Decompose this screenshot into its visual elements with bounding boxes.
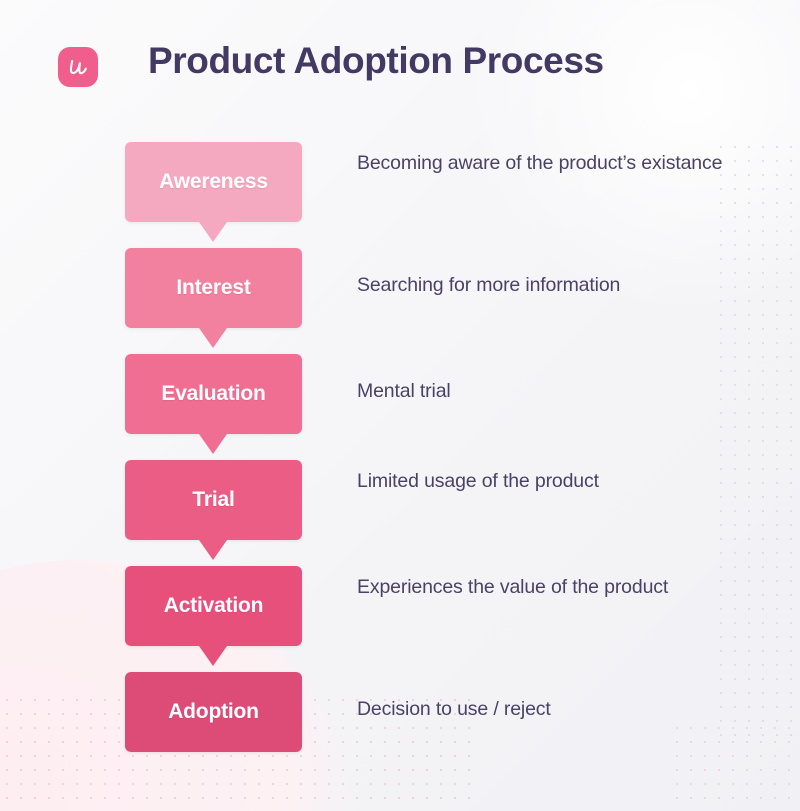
funnel-step-description: Limited usage of the product (357, 470, 599, 492)
funnel-step-box-trial[interactable]: Trial (125, 460, 302, 540)
funnel-step: Activation Experiences the value of the … (125, 566, 765, 668)
funnel-step-arrow-icon (199, 328, 227, 348)
funnel-step-box-adoption[interactable]: Adoption (125, 672, 302, 752)
funnel-step-label: Awereness (159, 170, 268, 193)
funnel-step-arrow-icon (199, 222, 227, 242)
header: Product Adoption Process (0, 0, 800, 122)
funnel-step-label: Evaluation (161, 382, 266, 405)
funnel-step: Evaluation Mental trial (125, 354, 765, 456)
adoption-funnel: Awereness Becoming aware of the product’… (125, 142, 765, 778)
funnel-step-box-evaluation[interactable]: Evaluation (125, 354, 302, 434)
funnel-step-description: Becoming aware of the product’s existanc… (357, 152, 723, 174)
funnel-step-label: Adoption (168, 700, 259, 723)
funnel-step-arrow-icon (199, 540, 227, 560)
funnel-step-description: Searching for more information (357, 274, 621, 296)
funnel-step-box-awereness[interactable]: Awereness (125, 142, 302, 222)
funnel-step: Trial Limited usage of the product (125, 460, 765, 562)
funnel-step-label: Trial (192, 488, 235, 511)
funnel-step-box-activation[interactable]: Activation (125, 566, 302, 646)
funnel-step-arrow-icon (199, 434, 227, 454)
userpilot-u-logo-icon (58, 47, 98, 87)
funnel-step-description: Decision to use / reject (357, 698, 551, 720)
funnel-step-description: Mental trial (357, 380, 451, 402)
funnel-step-arrow-icon (199, 646, 227, 666)
funnel-step: Awereness Becoming aware of the product’… (125, 142, 765, 244)
funnel-step: Adoption Decision to use / reject (125, 672, 765, 774)
funnel-step: Interest Searching for more information (125, 248, 765, 350)
funnel-step-label: Activation (163, 594, 264, 617)
funnel-step-label: Interest (176, 276, 251, 299)
funnel-step-description: Experiences the value of the product (357, 576, 669, 598)
funnel-step-box-interest[interactable]: Interest (125, 248, 302, 328)
page-title: Product Adoption Process (148, 40, 604, 81)
